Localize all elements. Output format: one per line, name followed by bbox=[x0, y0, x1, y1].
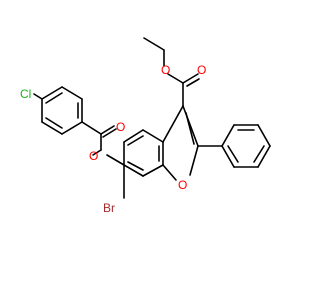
ethyl-ester-group bbox=[143, 37, 200, 107]
chlorine-label: Cl bbox=[20, 87, 31, 101]
molecule-structure: Cl O O O O O Br bbox=[20, 37, 271, 215]
chlorophenyl-ring bbox=[41, 86, 83, 135]
ester-carbonyl-oxygen-label: O bbox=[197, 63, 206, 77]
phenyl-ring bbox=[221, 124, 271, 168]
structure-canvas: Cl O O O O O Br bbox=[20, 37, 271, 215]
bromine-label: Br bbox=[103, 201, 115, 215]
c-cl-bond bbox=[33, 93, 43, 100]
furan-oxygen-label: O bbox=[178, 178, 187, 192]
ester-ether-oxygen-label: O bbox=[161, 63, 170, 77]
benzoyl-ester-group bbox=[81, 121, 117, 156]
aryl-ester-oxygen-label: O bbox=[89, 149, 98, 163]
benzofuran-benzene-ring bbox=[123, 129, 164, 177]
o-aryl-bond bbox=[106, 154, 125, 166]
furan-ring bbox=[162, 105, 199, 181]
aryl-carbonyl-oxygen-label: O bbox=[116, 120, 125, 134]
